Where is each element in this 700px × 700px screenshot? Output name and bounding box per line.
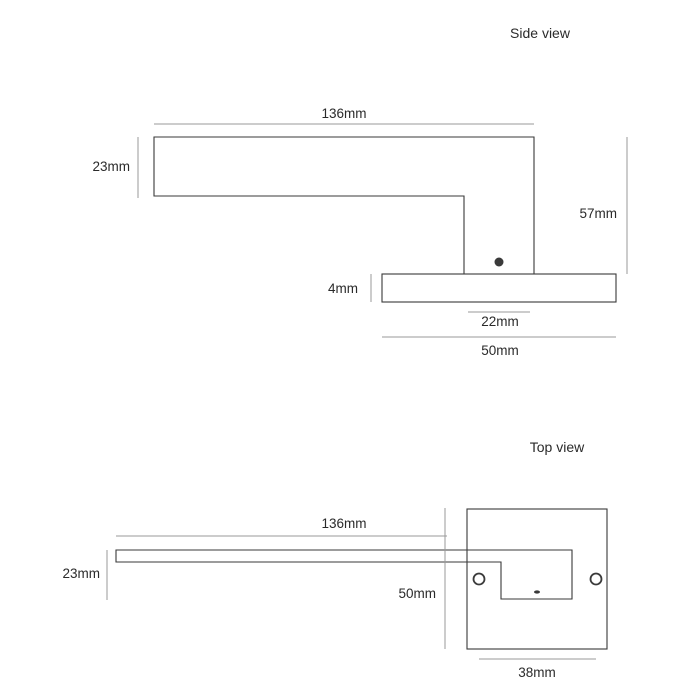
side-view-rose-plate: [381, 273, 617, 303]
top-view-screw-hole-left: [472, 572, 486, 586]
side-view: Side view 136mm 23mm 57mm 4mm 22mm 50mm: [92, 25, 628, 358]
top-rose-inner-width-label: 38mm: [518, 665, 556, 680]
side-neck-width-label: 22mm: [481, 314, 519, 329]
side-view-spindle-dot: [494, 257, 504, 267]
top-rose-height-label: 50mm: [398, 586, 436, 601]
top-view-lever-outline: [115, 549, 573, 600]
side-length-label: 136mm: [321, 106, 366, 121]
top-length-label: 136mm: [321, 516, 366, 531]
top-view-rose-plate: [466, 508, 608, 650]
top-lever-width-label: 23mm: [62, 566, 100, 581]
side-rose-width-label: 50mm: [481, 343, 519, 358]
top-view: Top view 136mm 23mm 50mm 38mm: [62, 439, 608, 680]
top-view-title: Top view: [530, 439, 585, 455]
top-view-screw-hole-right: [589, 572, 603, 586]
side-lever-height-label: 23mm: [92, 159, 130, 174]
side-view-title: Side view: [510, 25, 571, 41]
side-view-lever-outline: [153, 136, 535, 275]
top-view-spindle-slot: [534, 590, 540, 594]
side-rose-thickness-label: 4mm: [328, 281, 358, 296]
side-overall-height-label: 57mm: [579, 206, 617, 221]
